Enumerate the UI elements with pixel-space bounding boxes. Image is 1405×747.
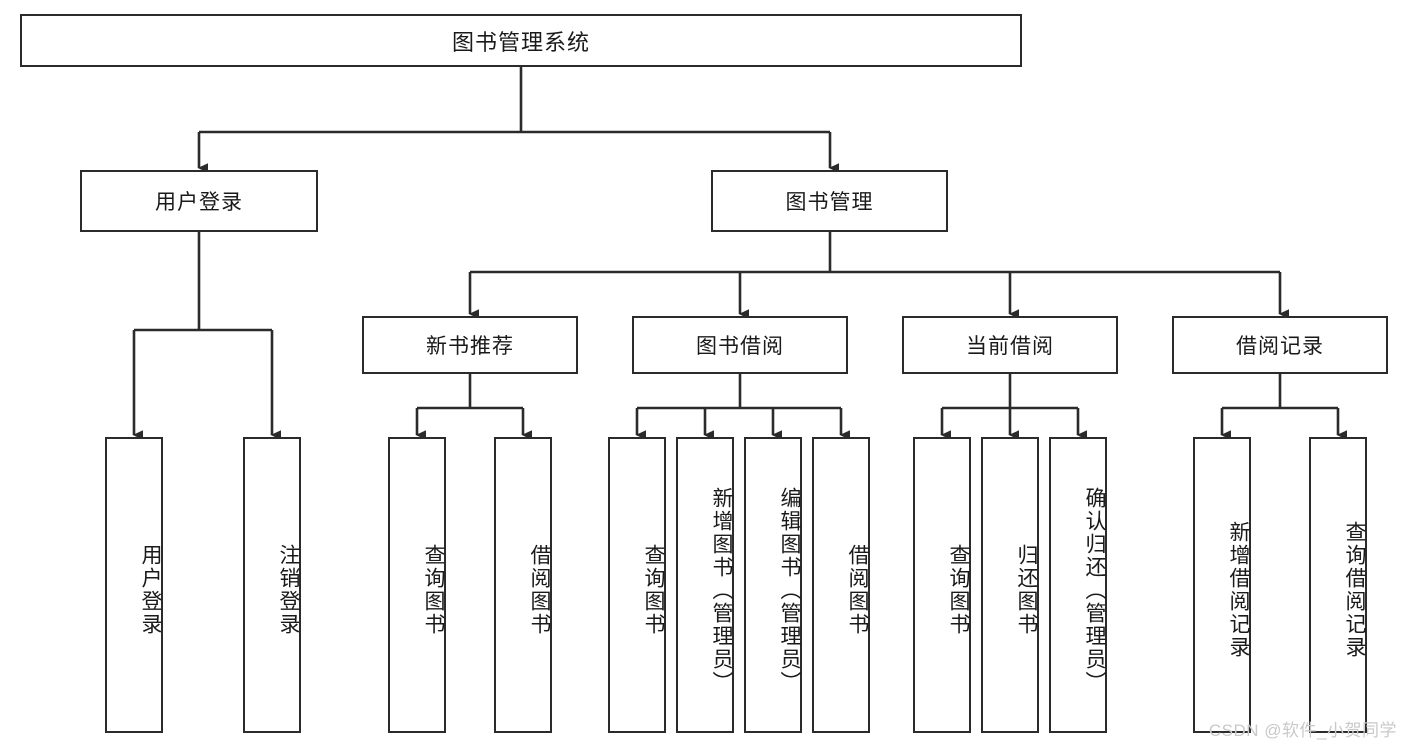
leaf-book-borrow-add[interactable]: 新增图书（管理员） (676, 437, 734, 733)
leaf-book-borrow-edit[interactable]: 编辑图书（管理员） (744, 437, 802, 733)
leaf-current-borrow-return[interactable]: 归还图书 (981, 437, 1039, 733)
leaf-new-book-query[interactable]: 查询图书 (388, 437, 446, 733)
watermark: CSDN @软件_小贺同学 (1208, 721, 1397, 740)
node-root[interactable]: 图书管理系统 (20, 14, 1022, 67)
node-book-borrow[interactable]: 图书借阅 (632, 316, 848, 374)
leaf-book-borrow-lend[interactable]: 借阅图书 (812, 437, 870, 733)
node-user-login[interactable]: 用户登录 (80, 170, 318, 232)
leaf-user-login-login[interactable]: 用户登录 (105, 437, 163, 733)
leaf-book-borrow-query[interactable]: 查询图书 (608, 437, 666, 733)
leaf-current-borrow-query[interactable]: 查询图书 (913, 437, 971, 733)
leaf-user-login-logout[interactable]: 注销登录 (243, 437, 301, 733)
node-current-borrow[interactable]: 当前借阅 (902, 316, 1118, 374)
node-borrow-record[interactable]: 借阅记录 (1172, 316, 1388, 374)
leaf-current-borrow-confirm-return[interactable]: 确认归还（管理员） (1049, 437, 1107, 733)
leaf-borrow-record-query[interactable]: 查询借阅记录 (1309, 437, 1367, 733)
leaf-borrow-record-add[interactable]: 新增借阅记录 (1193, 437, 1251, 733)
leaf-new-book-borrow[interactable]: 借阅图书 (494, 437, 552, 733)
node-book-management[interactable]: 图书管理 (711, 170, 948, 232)
node-new-book-recommend[interactable]: 新书推荐 (362, 316, 578, 374)
